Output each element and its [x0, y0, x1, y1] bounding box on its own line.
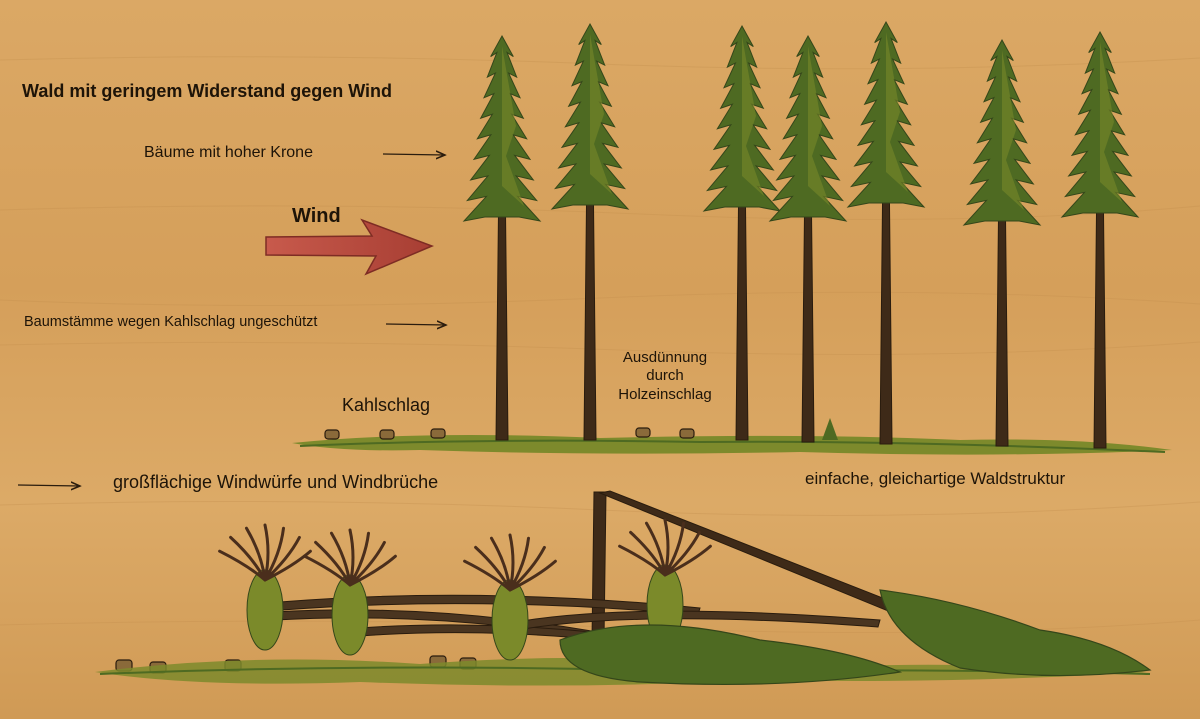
fallen-crown [559, 624, 903, 686]
crown-highlight [742, 36, 764, 196]
thinning-label: Ausdünnung durch Holzeinschlag [560, 349, 770, 404]
crown-highlight [1002, 50, 1024, 210]
thinning-line: Ausdünnung [622, 349, 708, 366]
stems-pointer-arrow [385, 324, 446, 325]
windthrow-pointer-arrow [17, 485, 80, 486]
wind-label: Wind [292, 205, 341, 227]
uprooted-root-plate [218, 523, 312, 651]
wind-arrow [265, 218, 435, 276]
high-crown-label: Bäume mit hoher Krone [144, 144, 313, 161]
crown-highlight [886, 32, 908, 192]
spruce-tree [768, 34, 848, 443]
thinning-line: durch [646, 367, 684, 385]
clearcut-label: Kahlschlag [342, 395, 431, 415]
spruce-tree [846, 20, 926, 445]
spruce-tree [462, 34, 542, 441]
roots [463, 533, 557, 592]
crown-pointer-arrow [382, 154, 445, 155]
sapling [822, 418, 838, 440]
fallen-trees [95, 490, 1152, 686]
diagram-title: Wald mit geringem Widerstand gegen Wind [22, 81, 393, 101]
windthrow-label: großflächige Windwürfe und Windbrüche [113, 472, 439, 492]
fallen-trunk [499, 610, 881, 634]
forest-structure-label: einfache, gleichartige Waldstruktur [805, 469, 1066, 488]
roots [303, 528, 397, 587]
crown-highlight [502, 46, 524, 206]
root-plate [491, 579, 529, 661]
spruce-tree [702, 24, 782, 441]
root-plate [331, 574, 369, 656]
unprotected-trunks-label: Baumstämme wegen Kahlschlag ungeschützt [24, 314, 318, 330]
crown-highlight [808, 46, 830, 206]
roots [218, 523, 312, 582]
roots [618, 518, 712, 577]
spruce-tree [962, 38, 1042, 447]
uprooted-root-plate [463, 533, 557, 661]
standing-trees [462, 20, 1140, 449]
uprooted-root-plate [303, 528, 397, 656]
thinning-line: Holzeinschlag [618, 385, 712, 403]
root-plate [246, 569, 284, 651]
crown-highlight [1100, 42, 1122, 202]
spruce-tree [550, 22, 630, 441]
crown-highlight [590, 34, 612, 194]
spruce-tree [1060, 30, 1140, 449]
fallen-crown [879, 589, 1152, 677]
